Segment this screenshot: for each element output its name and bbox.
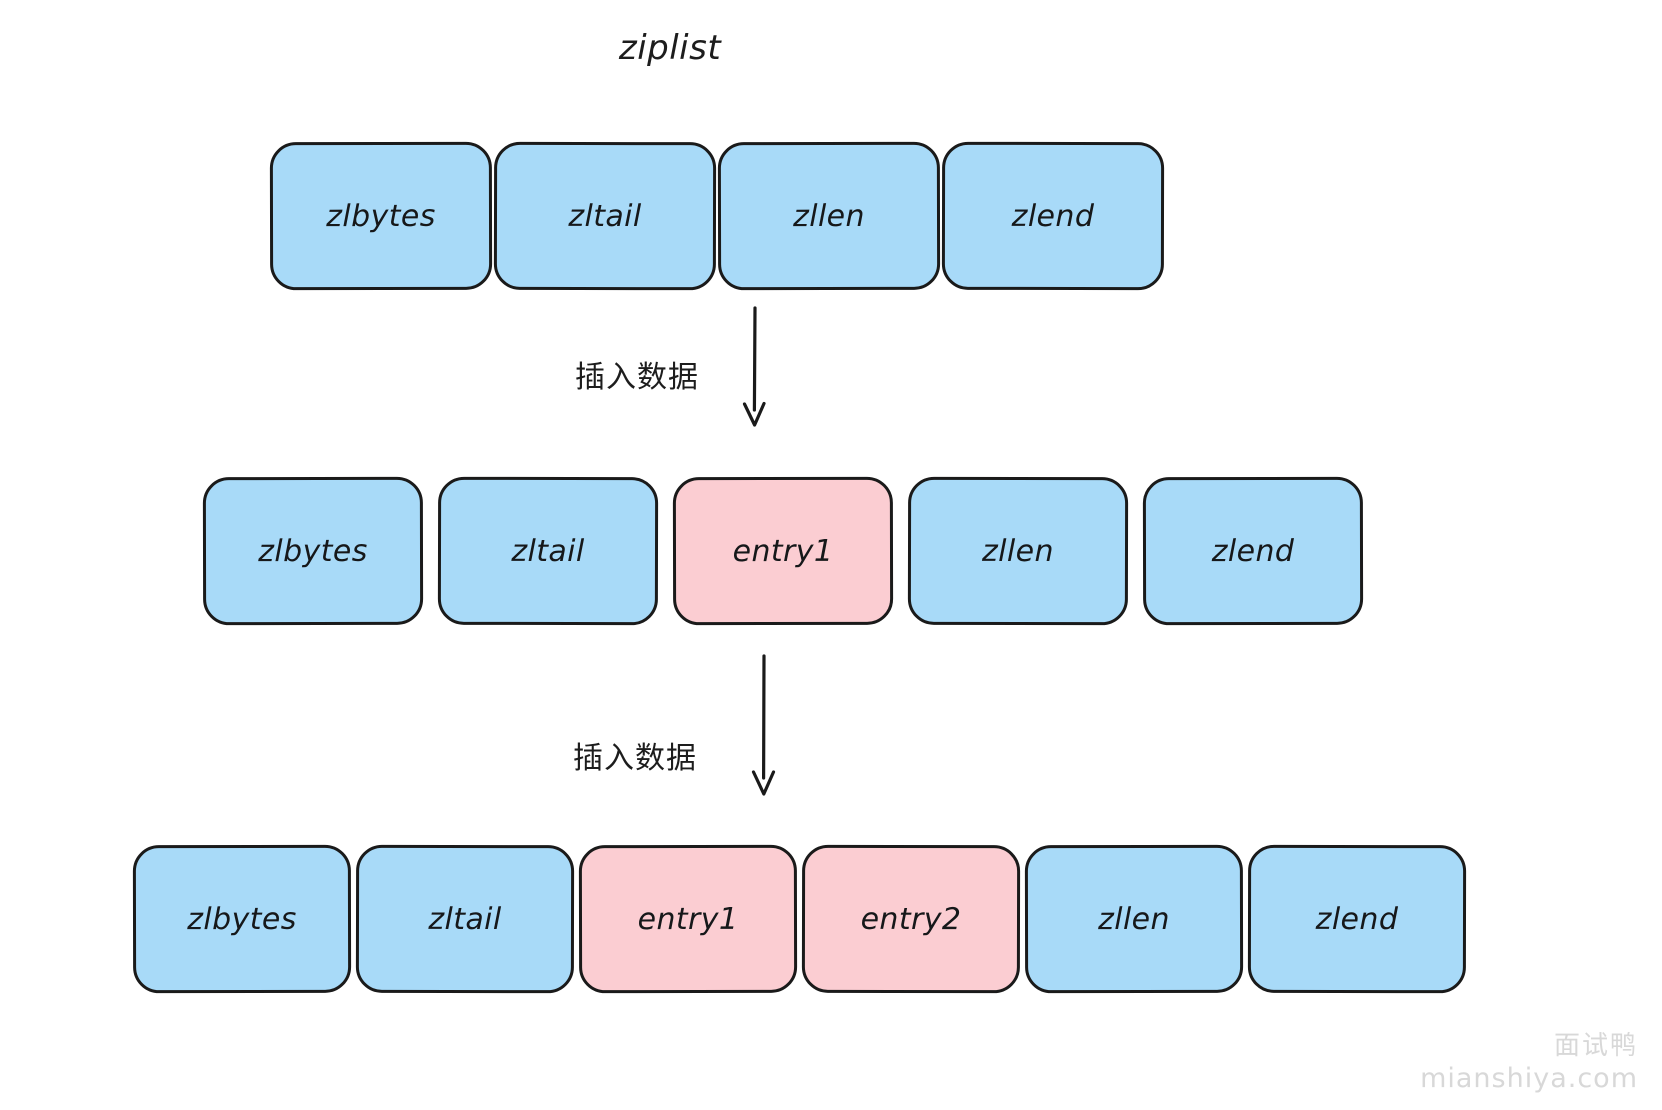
node-entry1[interactable]: entry1 [672,476,894,626]
watermark-url: mianshiya.com [1420,1063,1638,1095]
node-label: zltail [511,533,585,569]
node-label: zltail [428,901,502,937]
node-zlend[interactable]: zlend [1142,476,1364,626]
node-zllen[interactable]: zllen [1024,844,1244,994]
node-zltail[interactable]: zltail [493,141,717,291]
node-zlend[interactable]: zlend [941,141,1165,291]
node-label: entry1 [732,533,834,569]
ziplist-row-after-first-insert: zlbytes zltail entry1 zllen zlend [202,476,1364,626]
node-label: zlbytes [258,533,368,569]
node-entry2[interactable]: entry2 [801,844,1021,994]
ziplist-row-after-second-insert: zlbytes zltail entry1 entry2 zllen zlend [132,844,1467,994]
insert-arrow-1 [735,306,775,438]
insert-arrow-1-label: 插入数据 [575,360,699,395]
arrow-down-icon [751,654,776,796]
node-label: zlbytes [326,198,436,234]
node-label: zlend [1315,901,1399,937]
node-zltail[interactable]: zltail [355,844,575,994]
node-zlbytes[interactable]: zlbytes [202,476,424,626]
node-label: zllen [1098,901,1170,937]
node-entry1[interactable]: entry1 [578,844,798,994]
node-zllen[interactable]: zllen [717,141,941,291]
node-zlbytes[interactable]: zlbytes [269,141,493,291]
watermark: 面试鸭 mianshiya.com [1420,1030,1638,1096]
node-label: zlend [1011,198,1095,234]
ziplist-row-initial: zlbytes zltail zllen zlend [269,141,1166,291]
arrow-down-icon [742,306,766,427]
node-label: zllen [982,533,1054,569]
node-zlend[interactable]: zlend [1247,844,1467,994]
node-zlbytes[interactable]: zlbytes [132,844,352,994]
watermark-brand: 面试鸭 [1553,1030,1638,1061]
node-label: zltail [568,198,642,234]
node-label: entry1 [637,901,739,937]
insert-arrow-2 [745,654,785,808]
node-zltail[interactable]: zltail [437,476,659,626]
node-label: zlend [1211,533,1295,569]
node-label: entry2 [860,901,962,937]
node-label: zlbytes [187,901,297,937]
page-title: ziplist [618,28,722,68]
node-label: zllen [793,198,865,234]
insert-arrow-2-label: 插入数据 [573,741,697,776]
node-zllen[interactable]: zllen [907,476,1129,626]
